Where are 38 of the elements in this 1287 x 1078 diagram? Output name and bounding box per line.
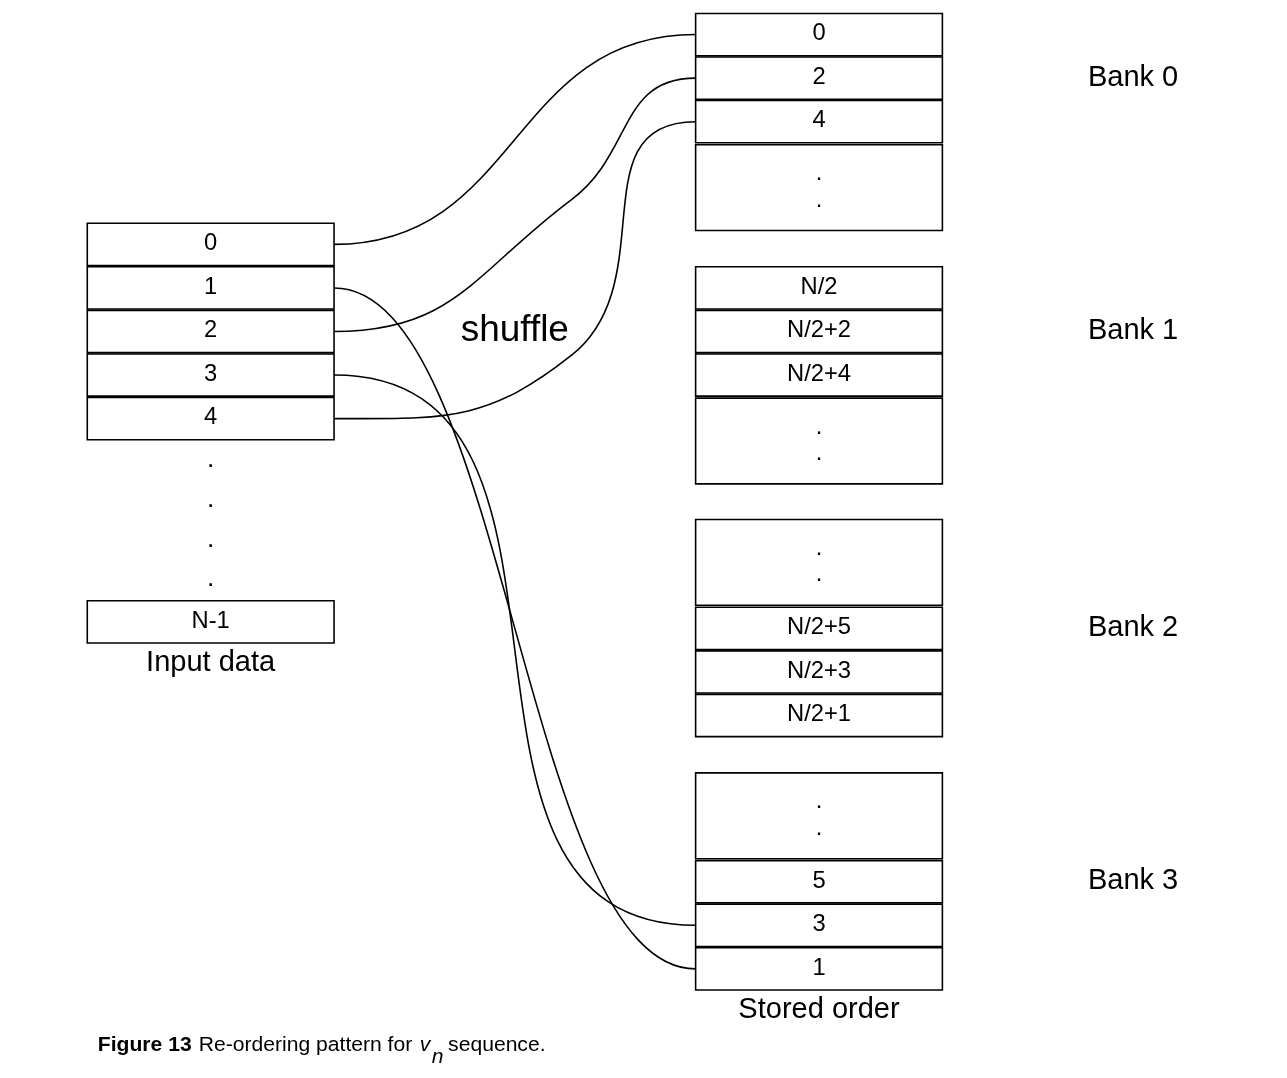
label: . bbox=[207, 562, 215, 593]
node-box: N-1 bbox=[86, 599, 335, 644]
label: Bank 2 bbox=[1087, 609, 1179, 642]
node-box: N/2+5 bbox=[694, 606, 944, 651]
node-box: . . bbox=[694, 143, 944, 232]
node-box: . . bbox=[694, 397, 944, 485]
node-box: 2 bbox=[694, 56, 944, 101]
connector bbox=[333, 77, 697, 333]
node-box: . . bbox=[694, 518, 944, 607]
node-box: N/2 bbox=[694, 266, 944, 310]
label: Bank 3 bbox=[1087, 863, 1179, 896]
label: Bank 1 bbox=[1087, 312, 1179, 345]
node-box: 5 bbox=[694, 859, 944, 904]
node-box: . . bbox=[694, 772, 944, 860]
node-box: N/2+3 bbox=[694, 650, 944, 694]
node-box: 3 bbox=[86, 353, 335, 397]
connector bbox=[333, 374, 697, 927]
node-box: 1 bbox=[86, 266, 335, 310]
label: . bbox=[207, 443, 215, 474]
label: Input data bbox=[146, 645, 276, 678]
node-box: 4 bbox=[86, 396, 335, 441]
connector bbox=[333, 120, 697, 420]
node-box: 3 bbox=[694, 903, 944, 948]
label: shuffle bbox=[460, 307, 569, 349]
label: Stored order bbox=[738, 992, 900, 1025]
node-box: 0 bbox=[86, 222, 335, 267]
label: Bank 0 bbox=[1087, 59, 1179, 92]
node-box: 1 bbox=[694, 946, 944, 991]
node-box: N/2+4 bbox=[694, 353, 944, 397]
node-box: N/2+2 bbox=[694, 309, 944, 354]
connector bbox=[333, 33, 697, 246]
node-box: 0 bbox=[694, 12, 944, 57]
label: . bbox=[207, 483, 215, 513]
node-box: 2 bbox=[86, 309, 335, 354]
label: . bbox=[207, 522, 215, 553]
connector bbox=[333, 287, 697, 970]
node-box: N/2+1 bbox=[694, 693, 944, 738]
node-box: 4 bbox=[694, 99, 944, 144]
